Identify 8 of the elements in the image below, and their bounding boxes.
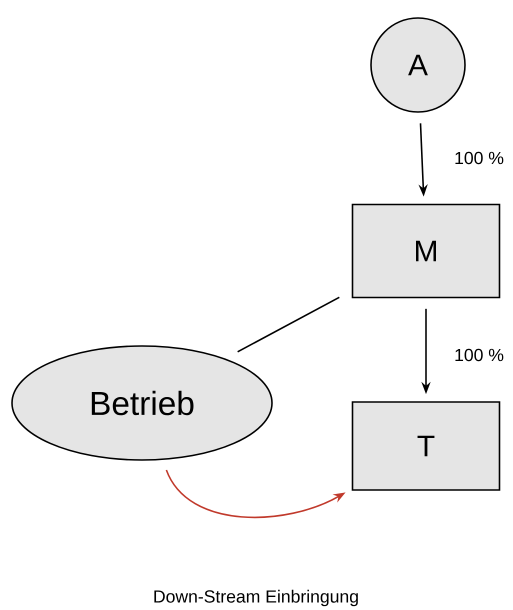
- ellipse-node: Betrieb: [11, 345, 273, 461]
- edge-label: 100 %: [455, 152, 504, 164]
- process-box: M: [352, 204, 500, 298]
- edge-label: Down-Stream Einbringung: [154, 590, 358, 606]
- process-box: T: [352, 401, 500, 491]
- connector-line: [237, 296, 340, 352]
- circle-node: A: [370, 17, 466, 113]
- edge-label: 100 %: [455, 348, 504, 362]
